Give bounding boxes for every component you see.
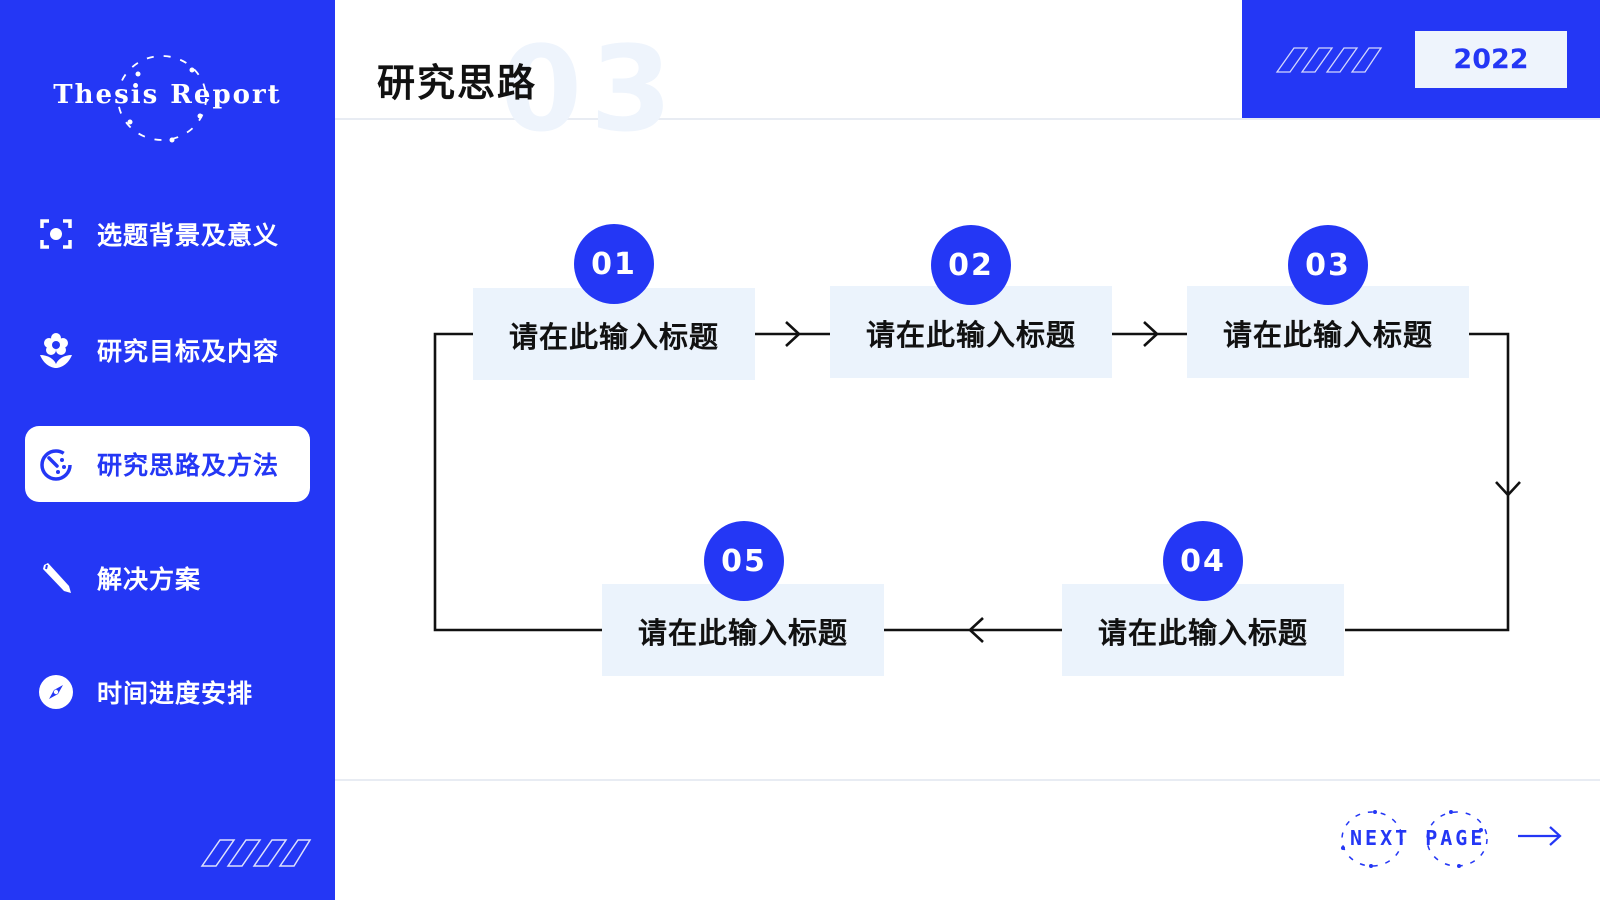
next-page-ring-icon (1341, 810, 1488, 868)
step-label: 请在此输入标题 (1097, 616, 1308, 650)
sidebar-item-schedule[interactable]: 时间进度安排 (25, 654, 310, 730)
flow-step-3: 请在此输入标题 (1187, 286, 1469, 378)
footer-divider (335, 779, 1600, 781)
step-number-badge: 03 (1288, 225, 1368, 305)
step-label: 请在此输入标题 (637, 616, 848, 650)
sidebar-item-label: 选题背景及意义 (97, 221, 280, 250)
sidebar-item-goals[interactable]: 研究目标及内容 (25, 312, 310, 388)
step-number-badge: 05 (704, 521, 784, 601)
step-number-badge: 04 (1163, 521, 1243, 601)
arrow-right-icon[interactable] (1516, 824, 1564, 848)
pencil-icon (37, 559, 75, 597)
header-divider (335, 118, 1600, 120)
step-label: 请在此输入标题 (508, 320, 719, 354)
sidebar-item-label: 时间进度安排 (97, 679, 254, 708)
logo-ring-icon (117, 55, 207, 143)
compass-icon (37, 673, 75, 711)
page-title: 研究思路 (377, 61, 538, 105)
sidebar: Thesis Report 选题背景及意义 研究目标及内容 (0, 0, 335, 900)
sidebar-item-label: 研究思路及方法 (97, 451, 280, 480)
sidebar-item-label: 研究目标及内容 (97, 337, 280, 366)
sidebar-item-methods[interactable]: 研究思路及方法 (25, 426, 310, 502)
slashes-decoration-icon (200, 839, 312, 867)
step-label: 请在此输入标题 (1222, 318, 1433, 352)
section-number-watermark: 03 (500, 20, 681, 158)
step-label: 请在此输入标题 (865, 318, 1076, 352)
sidebar-item-background[interactable]: 选题背景及意义 (25, 196, 310, 272)
step-number-badge: 02 (931, 225, 1011, 305)
next-page-button[interactable]: NEXT PAGE (1335, 808, 1565, 868)
focus-icon (37, 215, 75, 253)
sidebar-item-solution[interactable]: 解决方案 (25, 540, 310, 616)
flower-icon (37, 331, 75, 369)
slashes-decoration-icon (1275, 47, 1383, 73)
next-page-label: NEXT PAGE (1350, 826, 1486, 850)
timer-icon (37, 445, 75, 483)
step-number-badge: 01 (574, 224, 654, 304)
year-badge[interactable]: 2022 (1415, 31, 1567, 88)
logo: Thesis Report (40, 50, 295, 145)
logo-text: Thesis Report (53, 80, 282, 110)
sidebar-item-label: 解决方案 (97, 565, 202, 594)
